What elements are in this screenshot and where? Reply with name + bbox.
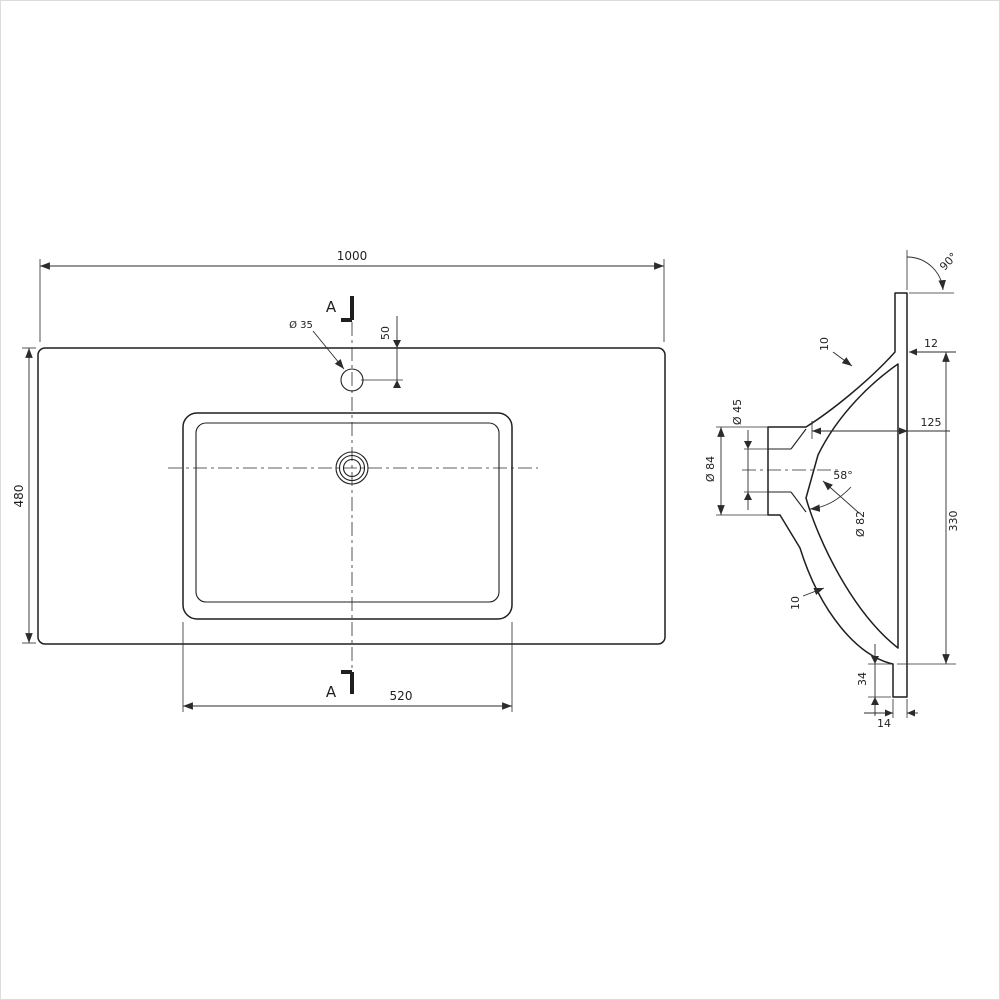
dim-overall-width: 1000	[39, 249, 665, 342]
leader-line	[802, 587, 825, 597]
drain-hole-detail	[742, 428, 838, 513]
dim-corner-angle-label: 90°	[937, 250, 960, 273]
angle-arc	[906, 256, 946, 291]
dim-overall-height-label: 330	[947, 511, 960, 532]
dim-bottom-edge-height: 34	[856, 644, 891, 716]
dim-bottom-wall-thickness-label: 10	[789, 596, 802, 610]
basin-rim-outline	[182, 412, 513, 620]
leader-line	[832, 351, 853, 367]
dim-faucet-offset: 50	[361, 316, 403, 388]
arrowhead	[871, 656, 879, 664]
section-label-top: A	[326, 298, 337, 316]
angle-arc	[809, 486, 852, 512]
dim-overall-depth-label: 480	[12, 485, 26, 508]
arrowhead	[744, 441, 752, 449]
section-view: 90° 12 10 Ø 45	[704, 250, 960, 730]
dim-bottom-wall-thickness: 10	[789, 587, 825, 610]
dim-corner-angle: 90°	[906, 250, 960, 294]
dim-faucet-offset-label: 50	[379, 326, 392, 340]
drain-circle-inner	[342, 458, 362, 478]
dim-faucet-diameter: Ø 35	[289, 319, 345, 370]
dim-drain-seat-diameter-label: Ø 82	[854, 511, 867, 537]
dim-basin-inner-depth: 125	[811, 416, 950, 439]
section-label-bottom: A	[326, 683, 337, 701]
arrowhead	[907, 709, 915, 717]
arrowhead	[885, 709, 893, 717]
drain-circle-middle	[338, 454, 366, 482]
dim-overall-depth: 480	[12, 347, 36, 644]
drain-chamfer-line	[790, 491, 807, 513]
arrowhead	[393, 380, 401, 388]
dim-drain-chamfer-angle: 58°	[809, 469, 853, 512]
section-line-a-a: A A	[326, 296, 354, 701]
section-profile	[767, 292, 908, 698]
dim-back-lip-width-label: 12	[924, 337, 938, 350]
dim-drain-hole-diameter-label: Ø 45	[731, 399, 744, 425]
dim-back-lip-width: 12	[909, 337, 956, 356]
dim-drain-hole-diameter: Ø 45	[731, 399, 768, 510]
drain-outlet	[335, 451, 369, 485]
dim-top-wall-thickness-label: 10	[818, 337, 831, 351]
dim-basin-width: 520	[182, 622, 513, 712]
dim-drain-chamfer-angle-label: 58°	[833, 469, 853, 482]
arrowhead	[909, 348, 917, 356]
countertop-outline	[37, 347, 666, 645]
dim-overall-height: 330	[897, 352, 960, 665]
arrowhead	[871, 697, 879, 705]
plan-view: A A 1000 480 520	[12, 249, 666, 712]
arrowhead	[744, 492, 752, 500]
basin-inner-contour	[195, 422, 500, 603]
dim-bottom-lip-width-label: 14	[877, 717, 891, 730]
dim-bottom-edge-height-label: 34	[856, 672, 869, 686]
dim-basin-inner-depth-label: 125	[921, 416, 942, 429]
dim-drain-flange-diameter: Ø 84	[704, 426, 768, 516]
dim-top-wall-thickness: 10	[818, 337, 853, 367]
dim-overall-width-label: 1000	[337, 249, 368, 263]
arrowhead	[899, 427, 908, 435]
leader-line	[822, 480, 860, 514]
dim-faucet-diameter-label: Ø 35	[289, 319, 313, 331]
drain-chamfer-line	[790, 428, 807, 450]
dim-drain-seat-diameter: Ø 82	[822, 480, 867, 537]
dim-drain-flange-diameter-label: Ø 84	[704, 456, 717, 482]
drain-circle-outer	[335, 451, 369, 485]
arrowhead	[393, 340, 401, 348]
arrowhead	[812, 427, 821, 435]
leader-line	[312, 330, 345, 370]
dim-bottom-lip-width: 14	[864, 699, 918, 730]
dim-basin-width-label: 520	[390, 689, 413, 703]
